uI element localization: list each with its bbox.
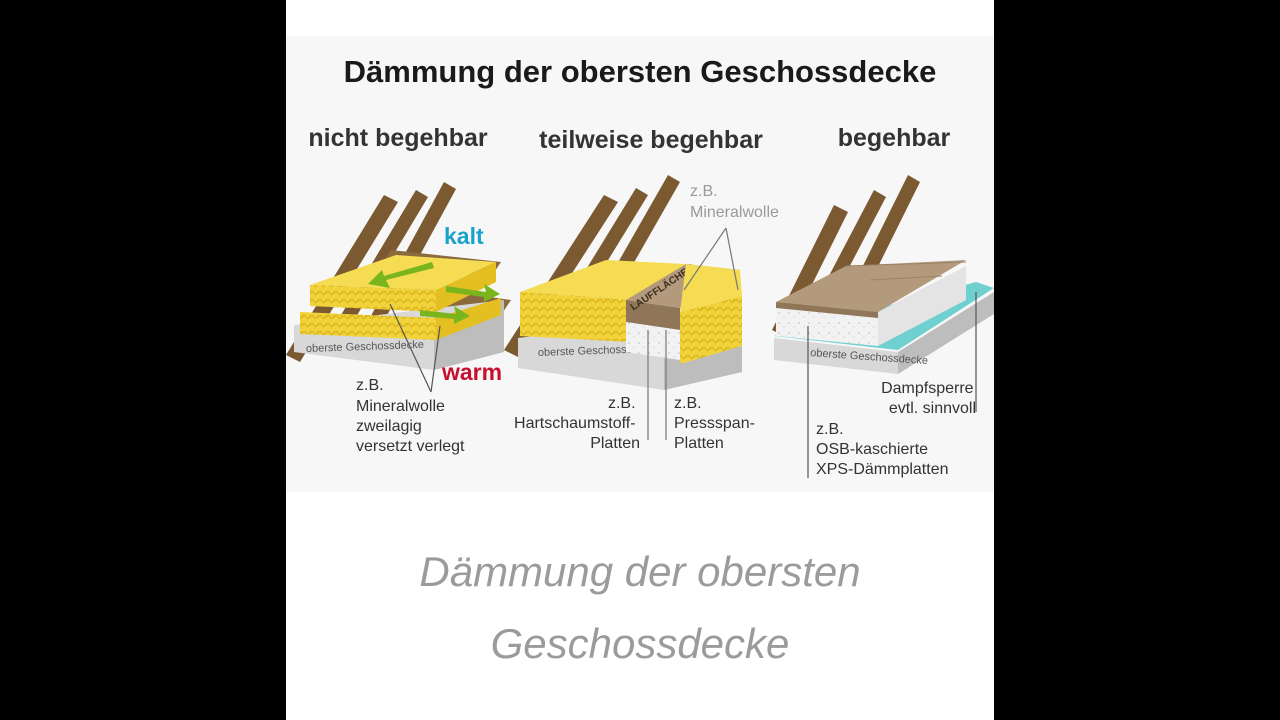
cold-label: kalt [444, 223, 484, 249]
panel-heading-walkable: begehbar [838, 124, 951, 152]
note-hard-foam-panels: z.B. Hartschaumstoff- Platten [514, 395, 640, 452]
panel-heading-not-walkable: nicht begehbar [308, 124, 487, 152]
leader-lines [807, 292, 977, 478]
figure-title: Dämmung der obersten Geschossdecke [344, 54, 937, 89]
caption-line-1: Dämmung der obersten [419, 548, 861, 595]
caption: Dämmung der obersten Geschossdecke [286, 536, 994, 680]
note-osb-xps-boards: z.B. OSB-kaschierte XPS-Dämmplatten [816, 421, 949, 478]
insulation-right [680, 296, 742, 364]
leader-lines [647, 227, 739, 440]
panel-partially-walkable: teilweise begehbar oberste Geschossdecke… [504, 126, 779, 452]
panel-not-walkable: nicht begehbar oberste Geschossdecke kal… [286, 124, 511, 455]
insulation-lower [300, 312, 436, 340]
osb-top [776, 260, 966, 312]
insulation-upper [310, 285, 436, 312]
content-card: Dämmung der obersten Geschossdecke nicht… [286, 0, 994, 720]
panel-heading-partially-walkable: teilweise begehbar [539, 126, 763, 154]
caption-line-2: Geschossdecke [490, 620, 790, 667]
note-chipboard-panels: z.B. Pressspan- Platten [674, 395, 759, 452]
panel-walkable: begehbar oberste Geschossdecke Dampfsper… [772, 124, 994, 478]
note-mineral-wool-two-layer: z.B. Mineralwolle zweilagig versetzt ver… [356, 377, 465, 455]
insulation-diagram: Dämmung der obersten Geschossdecke nicht… [286, 36, 994, 492]
note-vapor-barrier: Dampfsperre evtl. sinnvoll [881, 380, 978, 417]
insulation-left [520, 292, 630, 342]
slab-label: oberste Geschossdecke [306, 339, 424, 355]
warm-label: warm [441, 359, 502, 385]
leader-lines [389, 303, 441, 393]
airflow-arrows [368, 262, 500, 324]
note-mineral-wool: z.B. Mineralwolle [690, 183, 779, 221]
ceiling-slab [774, 338, 898, 374]
